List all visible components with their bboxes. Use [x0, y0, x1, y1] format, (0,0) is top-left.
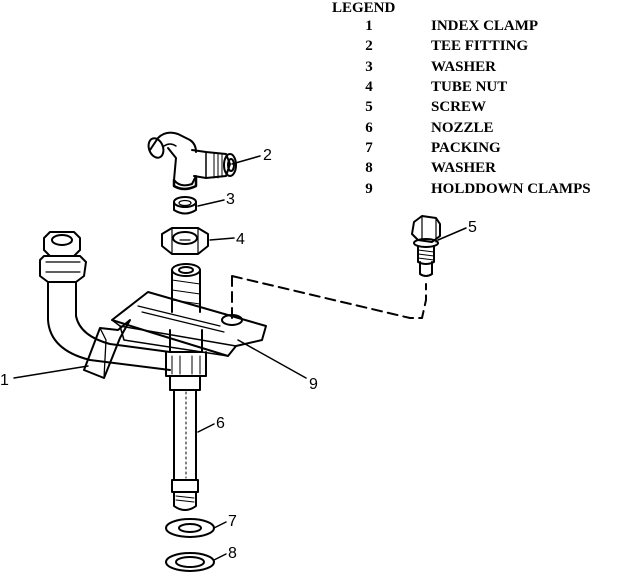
- legend-row: 2 TEE FITTING: [330, 36, 618, 56]
- legend-part-name: TUBE NUT: [431, 79, 508, 95]
- assembly-path-dashed: [231, 275, 427, 319]
- legend-part-name: WASHER: [431, 59, 497, 75]
- legend-number: 8: [365, 160, 373, 176]
- legend-part-name: HOLDDOWN CLAMPS: [431, 181, 591, 197]
- large-washer: [165, 552, 215, 572]
- legend-row: 6 NOZZLE: [330, 118, 618, 138]
- tee-fitting: [147, 131, 237, 191]
- legend-number: 6: [365, 120, 373, 136]
- callout-7: 7: [228, 513, 237, 530]
- callout-5: 5: [468, 219, 477, 236]
- legend-number: 9: [365, 181, 373, 197]
- legend-row: 5 SCREW: [330, 97, 618, 117]
- tube-nut: [161, 227, 209, 255]
- legend-row: 1 INDEX CLAMP: [330, 16, 618, 36]
- leader-4: [209, 237, 235, 241]
- legend-row: 3 WASHER: [330, 57, 618, 77]
- legend-part-name: WASHER: [431, 160, 497, 176]
- legend-part-name: TEE FITTING: [431, 38, 529, 54]
- leader-7: [213, 521, 227, 529]
- legend-number: 2: [365, 38, 373, 54]
- callout-1: 1: [0, 372, 9, 389]
- callout-3: 3: [226, 191, 235, 208]
- legend-row: 9 HOLDDOWN CLAMPS: [330, 179, 618, 199]
- holddown-clamp: [111, 291, 267, 357]
- leader-9: [237, 339, 307, 379]
- legend-row: 4 TUBE NUT: [330, 77, 618, 97]
- callout-6: 6: [216, 415, 225, 432]
- callout-8: 8: [228, 545, 237, 562]
- injector-nozzle: [165, 263, 207, 511]
- leader-1: [13, 365, 89, 379]
- callout-4: 4: [236, 231, 245, 248]
- legend-row: 7 PACKING: [330, 138, 618, 158]
- leader-lines: [13, 155, 467, 561]
- legend-part-name: SCREW: [431, 99, 487, 115]
- legend-title: LEGEND: [332, 0, 396, 16]
- legend-part-name: INDEX CLAMP: [431, 18, 539, 34]
- legend-number: 3: [365, 59, 373, 75]
- legend-part-name: NOZZLE: [431, 120, 494, 136]
- legend-row: 8 WASHER: [330, 158, 618, 178]
- leader-6: [197, 423, 215, 433]
- packing-ring: [165, 518, 215, 538]
- screw: [411, 215, 441, 277]
- callout-2: 2: [263, 147, 272, 164]
- legend-number: 4: [365, 79, 373, 95]
- legend-part-name: PACKING: [431, 140, 501, 156]
- small-washer: [173, 196, 197, 215]
- legend-number: 5: [365, 99, 373, 115]
- leader-2: [231, 155, 261, 165]
- leader-5: [437, 227, 467, 241]
- legend-number: 7: [365, 140, 373, 156]
- leader-8: [213, 553, 227, 561]
- leader-3: [197, 199, 225, 207]
- legend-number: 1: [365, 18, 373, 34]
- fuel-line-and-index-clamp: [39, 231, 171, 379]
- callout-9: 9: [309, 376, 318, 393]
